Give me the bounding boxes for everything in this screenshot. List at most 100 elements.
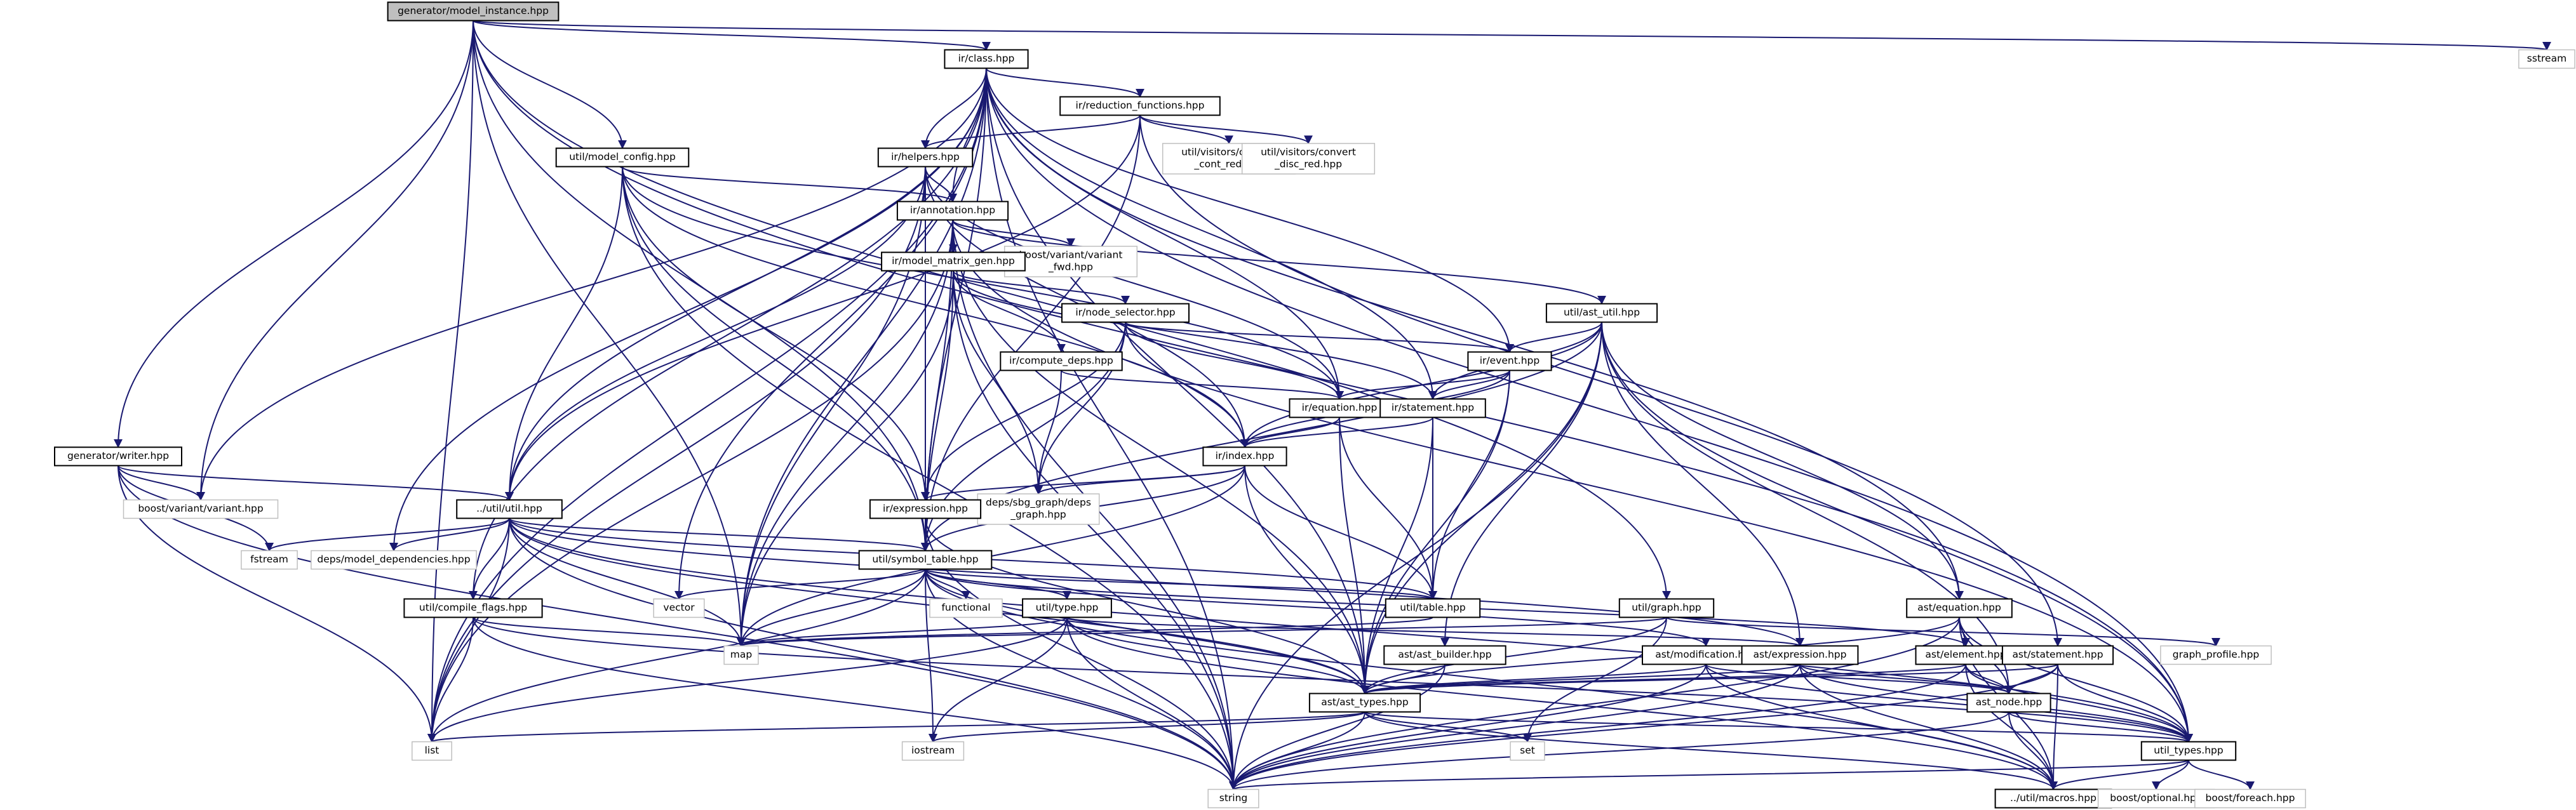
node-comp-deps[interactable]: ir/compute_deps.hpp [1000, 351, 1123, 371]
node-compile-flags[interactable]: util/compile_flags.hpp [403, 598, 543, 618]
edge-sym_table-to-list [427, 569, 926, 743]
node-ast-builder[interactable]: ast/ast_builder.hpp [1383, 645, 1506, 665]
edge-ast_element-to-macros [1965, 664, 2058, 790]
node-ast-expr[interactable]: ast/expression.hpp [1741, 645, 1859, 665]
node-label: ir/annotation.hpp [910, 204, 995, 216]
node-ir-eq[interactable]: ir/equation.hpp [1289, 398, 1390, 418]
edge-root-to-sstream [473, 20, 2550, 51]
node-ir-expr[interactable]: ir/expression.hpp [869, 499, 982, 519]
edge-util_type-to-iostream [929, 617, 1068, 743]
node-label: ast/ast_types.hpp [1321, 696, 1408, 708]
node-box [1545, 303, 1658, 323]
edge-util_util-to-map [509, 518, 746, 647]
edge-util_util-to-deps_model [389, 518, 510, 552]
node-ir-event[interactable]: ir/event.hpp [1467, 351, 1552, 371]
node-box [1906, 598, 2013, 618]
edge-model_config-to-util_util [505, 166, 623, 501]
node-label: ir/model_matrix_gen.hpp [892, 255, 1015, 267]
node-label: list [425, 745, 439, 756]
node-box [877, 147, 974, 168]
node-label: deps/sbg_graph/deps [986, 497, 1091, 509]
node-label: util/compile_flags.hpp [419, 602, 527, 614]
node-box [54, 446, 182, 467]
node-box [1467, 351, 1552, 371]
node-label: ir/expression.hpp [883, 503, 968, 514]
edge-sym_table-to-map [737, 569, 926, 647]
edge-ast_mod-to-macros [1705, 664, 2058, 790]
node-mmg[interactable]: ir/model_matrix_gen.hpp [881, 251, 1026, 272]
node-box [2518, 49, 2575, 69]
edge-ir_event-to-ir_stmt [1428, 370, 1510, 400]
node-node-sel[interactable]: ir/node_selector.hpp [1061, 303, 1190, 323]
node-util-util[interactable]: ../util/util.hpp [456, 499, 563, 519]
node-list: list [412, 741, 452, 761]
edge-ir_annot-to-util_types [952, 220, 2193, 743]
node-ir-helpers[interactable]: ir/helpers.hpp [877, 147, 974, 168]
edge-ast_mod-to-ast_node [1705, 663, 2013, 694]
node-util-type[interactable]: util/type.hpp [1022, 598, 1112, 618]
node-box [1618, 598, 1715, 618]
node-set: set [1510, 741, 1545, 761]
node-macros[interactable]: ../util/macros.hpp [1994, 788, 2112, 809]
node-writer[interactable]: generator/writer.hpp [54, 446, 182, 467]
node-util-types[interactable]: util_types.hpp [2140, 741, 2237, 761]
node-box [1003, 246, 1138, 277]
node-ast-equation[interactable]: ast/equation.hpp [1906, 598, 2013, 618]
node-string: string [1207, 788, 1259, 809]
node-sym-table[interactable]: util/symbol_table.hpp [858, 550, 993, 570]
node-util-graph[interactable]: util/graph.hpp [1618, 598, 1715, 618]
edge-compile_flags-to-string [473, 617, 1238, 790]
node-box [723, 645, 759, 665]
node-label: ast/expression.hpp [1754, 649, 1847, 660]
node-label: boost/variant/variant.hpp [138, 503, 263, 514]
edge-comp_deps-to-ir_eq [1061, 369, 1344, 400]
edge-ir_stmt-to-ir_index [1240, 416, 1433, 448]
edge-writer-to-util_util [117, 465, 514, 501]
edge-red_fn-to-util_util [505, 115, 1141, 501]
node-graph-profile: graph_profile.hpp [2160, 645, 2272, 665]
node-ast-element[interactable]: ast/element.hpp [1915, 645, 2016, 665]
node-ast-stmt[interactable]: ast/statement.hpp [2001, 645, 2114, 665]
edge-ir_eq-to-ast_types [1339, 417, 1369, 694]
edge-sym_table-to-ast_mod [925, 569, 1710, 647]
node-box [555, 147, 690, 168]
node-ir-stmt[interactable]: ir/statement.hpp [1379, 398, 1486, 418]
edge-util_type-to-string [1066, 617, 1238, 790]
node-model-config[interactable]: util/model_config.hpp [555, 147, 690, 168]
node-box [1994, 788, 2112, 809]
edge-sym_table-to-iostream [925, 569, 937, 743]
edge-util_graph-to-graph_profile [1666, 616, 2220, 647]
node-box [1022, 598, 1112, 618]
node-map: map [723, 645, 759, 665]
node-label: string [1219, 792, 1248, 804]
edge-ast_types-to-list [427, 711, 1365, 743]
edge-ast_element-to-string [1229, 664, 1966, 790]
node-box [1241, 143, 1376, 175]
node-ast-types[interactable]: ast/ast_types.hpp [1308, 693, 1421, 713]
edge-mmg-to-node_sel [953, 270, 1130, 305]
node-label: boost/foreach.hpp [2206, 792, 2295, 804]
node-ast-node[interactable]: ast_node.hpp [1966, 693, 2051, 713]
edge-ir_class-to-bvv [196, 68, 987, 501]
node-ir-index[interactable]: ir/index.hpp [1202, 446, 1287, 467]
node-layer: generator/model_instance.hpp ir/class.hpp… [54, 1, 2575, 809]
edge-ast_node-to-util_types [2008, 711, 2193, 743]
edge-compile_flags-to-list [427, 617, 474, 743]
node-box [2194, 788, 2306, 809]
node-ast-util[interactable]: util/ast_util.hpp [1545, 303, 1658, 323]
node-util-table[interactable]: util/table.hpp [1385, 598, 1481, 618]
node-box [2140, 741, 2237, 761]
edge-ast_types-to-string [1229, 712, 1365, 790]
node-root[interactable]: generator/model_instance.hpp [387, 1, 560, 22]
node-red-fn[interactable]: ir/reduction_functions.hpp [1059, 96, 1221, 116]
node-ir-class[interactable]: ir/class.hpp [944, 49, 1029, 69]
edge-ir_index-to-util_table [1244, 465, 1437, 600]
node-ir-annot[interactable]: ir/annotation.hpp [896, 201, 1009, 221]
node-label: boost/variant/variant [1019, 249, 1123, 261]
edge-util_util-to-list [427, 518, 510, 743]
node-label: util/visitors/convert [1261, 147, 1356, 158]
node-label: util/graph.hpp [1632, 602, 1701, 613]
edge-ir_class-to-util_util [505, 68, 987, 501]
edge-util_types-to-macros [2049, 760, 2189, 790]
